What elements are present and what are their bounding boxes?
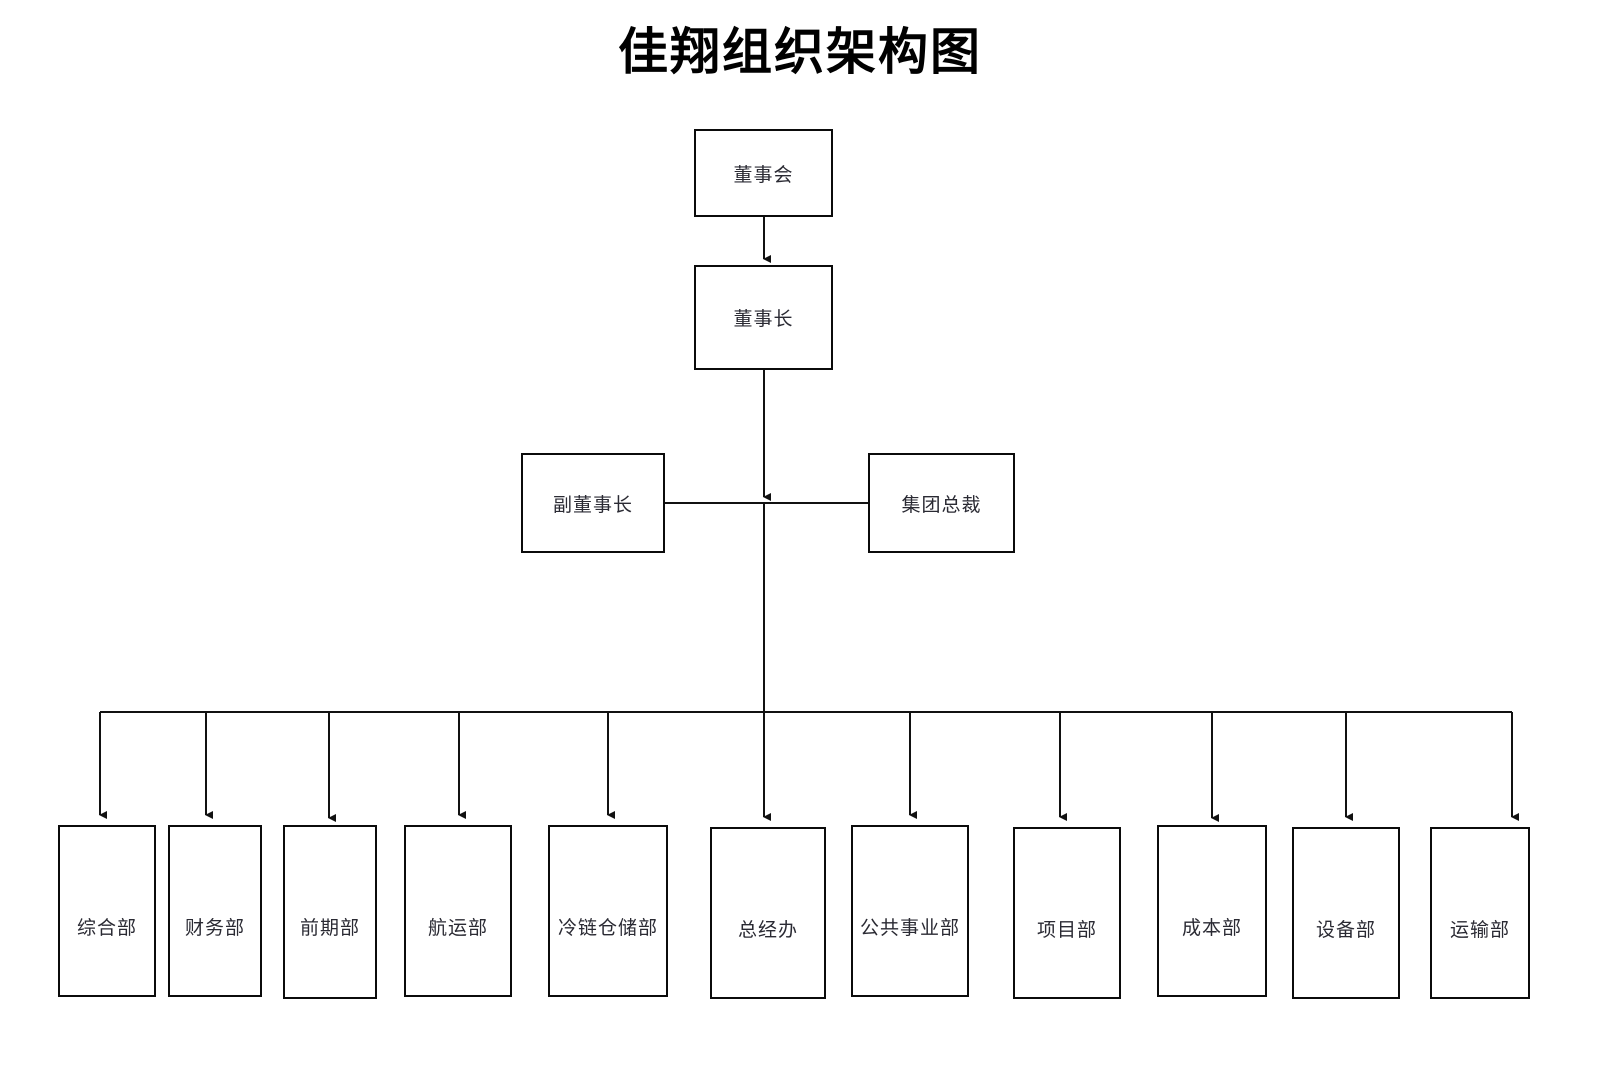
node-dept-finance[interactable]: 财务部	[168, 825, 262, 997]
node-dept-finance-label: 财务部	[184, 917, 245, 939]
node-dept-general-manager-office[interactable]: 总经办	[710, 827, 826, 999]
node-dept-general-manager-office-label: 总经办	[737, 919, 798, 941]
node-dept-equipment-label: 设备部	[1315, 919, 1376, 941]
node-dept-cold-chain-warehouse[interactable]: 冷链仓储部	[548, 825, 668, 997]
node-group-president[interactable]: 集团总裁	[868, 453, 1015, 553]
node-dept-preliminary[interactable]: 前期部	[283, 825, 377, 999]
node-dept-preliminary-label: 前期部	[299, 917, 360, 939]
node-board[interactable]: 董事会	[694, 129, 833, 217]
node-dept-cost[interactable]: 成本部	[1157, 825, 1267, 997]
node-dept-transport-label: 运输部	[1449, 919, 1510, 941]
node-dept-general-affairs[interactable]: 综合部	[58, 825, 156, 997]
node-dept-public-utilities-label: 公共事业部	[859, 917, 960, 939]
node-dept-equipment[interactable]: 设备部	[1292, 827, 1400, 999]
node-dept-transport[interactable]: 运输部	[1430, 827, 1530, 999]
node-vice-chairman[interactable]: 副董事长	[521, 453, 665, 553]
node-vice-chairman-label: 副董事长	[552, 493, 633, 516]
node-chairman[interactable]: 董事长	[694, 265, 833, 370]
node-dept-shipping[interactable]: 航运部	[404, 825, 512, 997]
node-dept-cold-chain-warehouse-label: 冷链仓储部	[557, 917, 658, 939]
node-board-label: 董事会	[733, 163, 794, 186]
node-dept-project[interactable]: 项目部	[1013, 827, 1121, 999]
node-dept-cost-label: 成本部	[1181, 917, 1242, 939]
node-dept-project-label: 项目部	[1036, 919, 1097, 941]
node-dept-general-affairs-label: 综合部	[76, 917, 137, 939]
page-title: 佳翔组织架构图	[618, 22, 982, 81]
node-group-president-label: 集团总裁	[901, 493, 982, 516]
node-chairman-label: 董事长	[733, 308, 794, 330]
node-dept-public-utilities[interactable]: 公共事业部	[851, 825, 969, 997]
node-dept-shipping-label: 航运部	[427, 917, 488, 939]
